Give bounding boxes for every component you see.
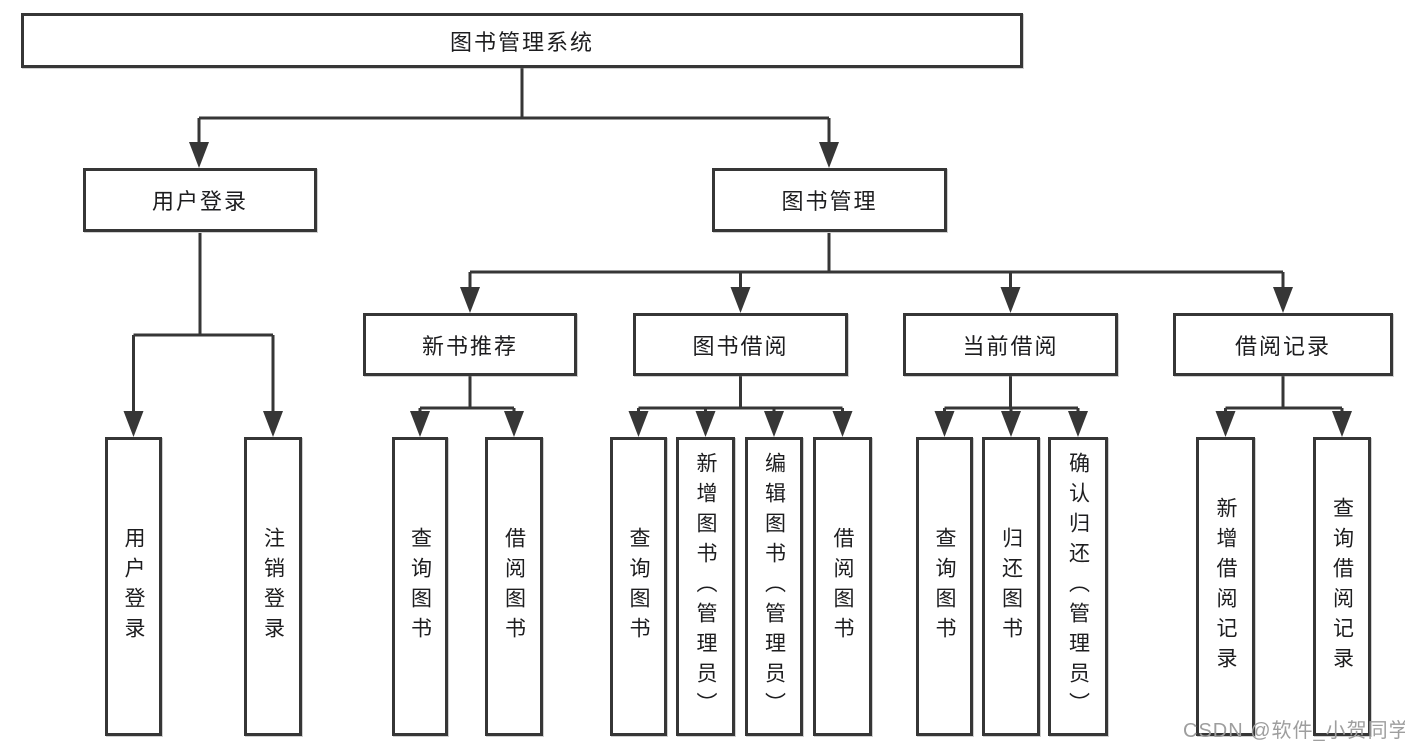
leaf-edit-books-admin: 编辑图书（管理员）	[745, 437, 803, 736]
leaf-query-books-borrowing: 查询图书	[610, 437, 667, 736]
leaf-user-login: 用户登录	[105, 437, 162, 736]
leaf-query-borrow-record: 查询借阅记录	[1313, 437, 1371, 736]
leaf-borrow-books-recommend: 借阅图书	[485, 437, 543, 736]
csdn-watermark: CSDN @软件_小贺同学	[1183, 720, 1405, 742]
node-user-login: 用户登录	[83, 168, 317, 232]
node-book-borrowing: 图书借阅	[633, 313, 848, 376]
leaf-query-books-current: 查询图书	[916, 437, 973, 736]
node-library-system-root: 图书管理系统	[21, 13, 1023, 68]
node-new-book-recommend: 新书推荐	[363, 313, 577, 376]
node-current-borrowing: 当前借阅	[903, 313, 1118, 376]
leaf-query-books-recommend: 查询图书	[392, 437, 448, 736]
leaf-add-books-admin: 新增图书（管理员）	[676, 437, 735, 736]
leaf-confirm-return-admin: 确认归还（管理员）	[1048, 437, 1108, 736]
leaf-logout: 注销登录	[244, 437, 302, 736]
leaf-return-books: 归还图书	[982, 437, 1040, 736]
leaf-borrow-books: 借阅图书	[813, 437, 872, 736]
leaf-add-borrow-record: 新增借阅记录	[1196, 437, 1255, 736]
node-book-management: 图书管理	[712, 168, 947, 232]
node-borrow-records: 借阅记录	[1173, 313, 1393, 376]
